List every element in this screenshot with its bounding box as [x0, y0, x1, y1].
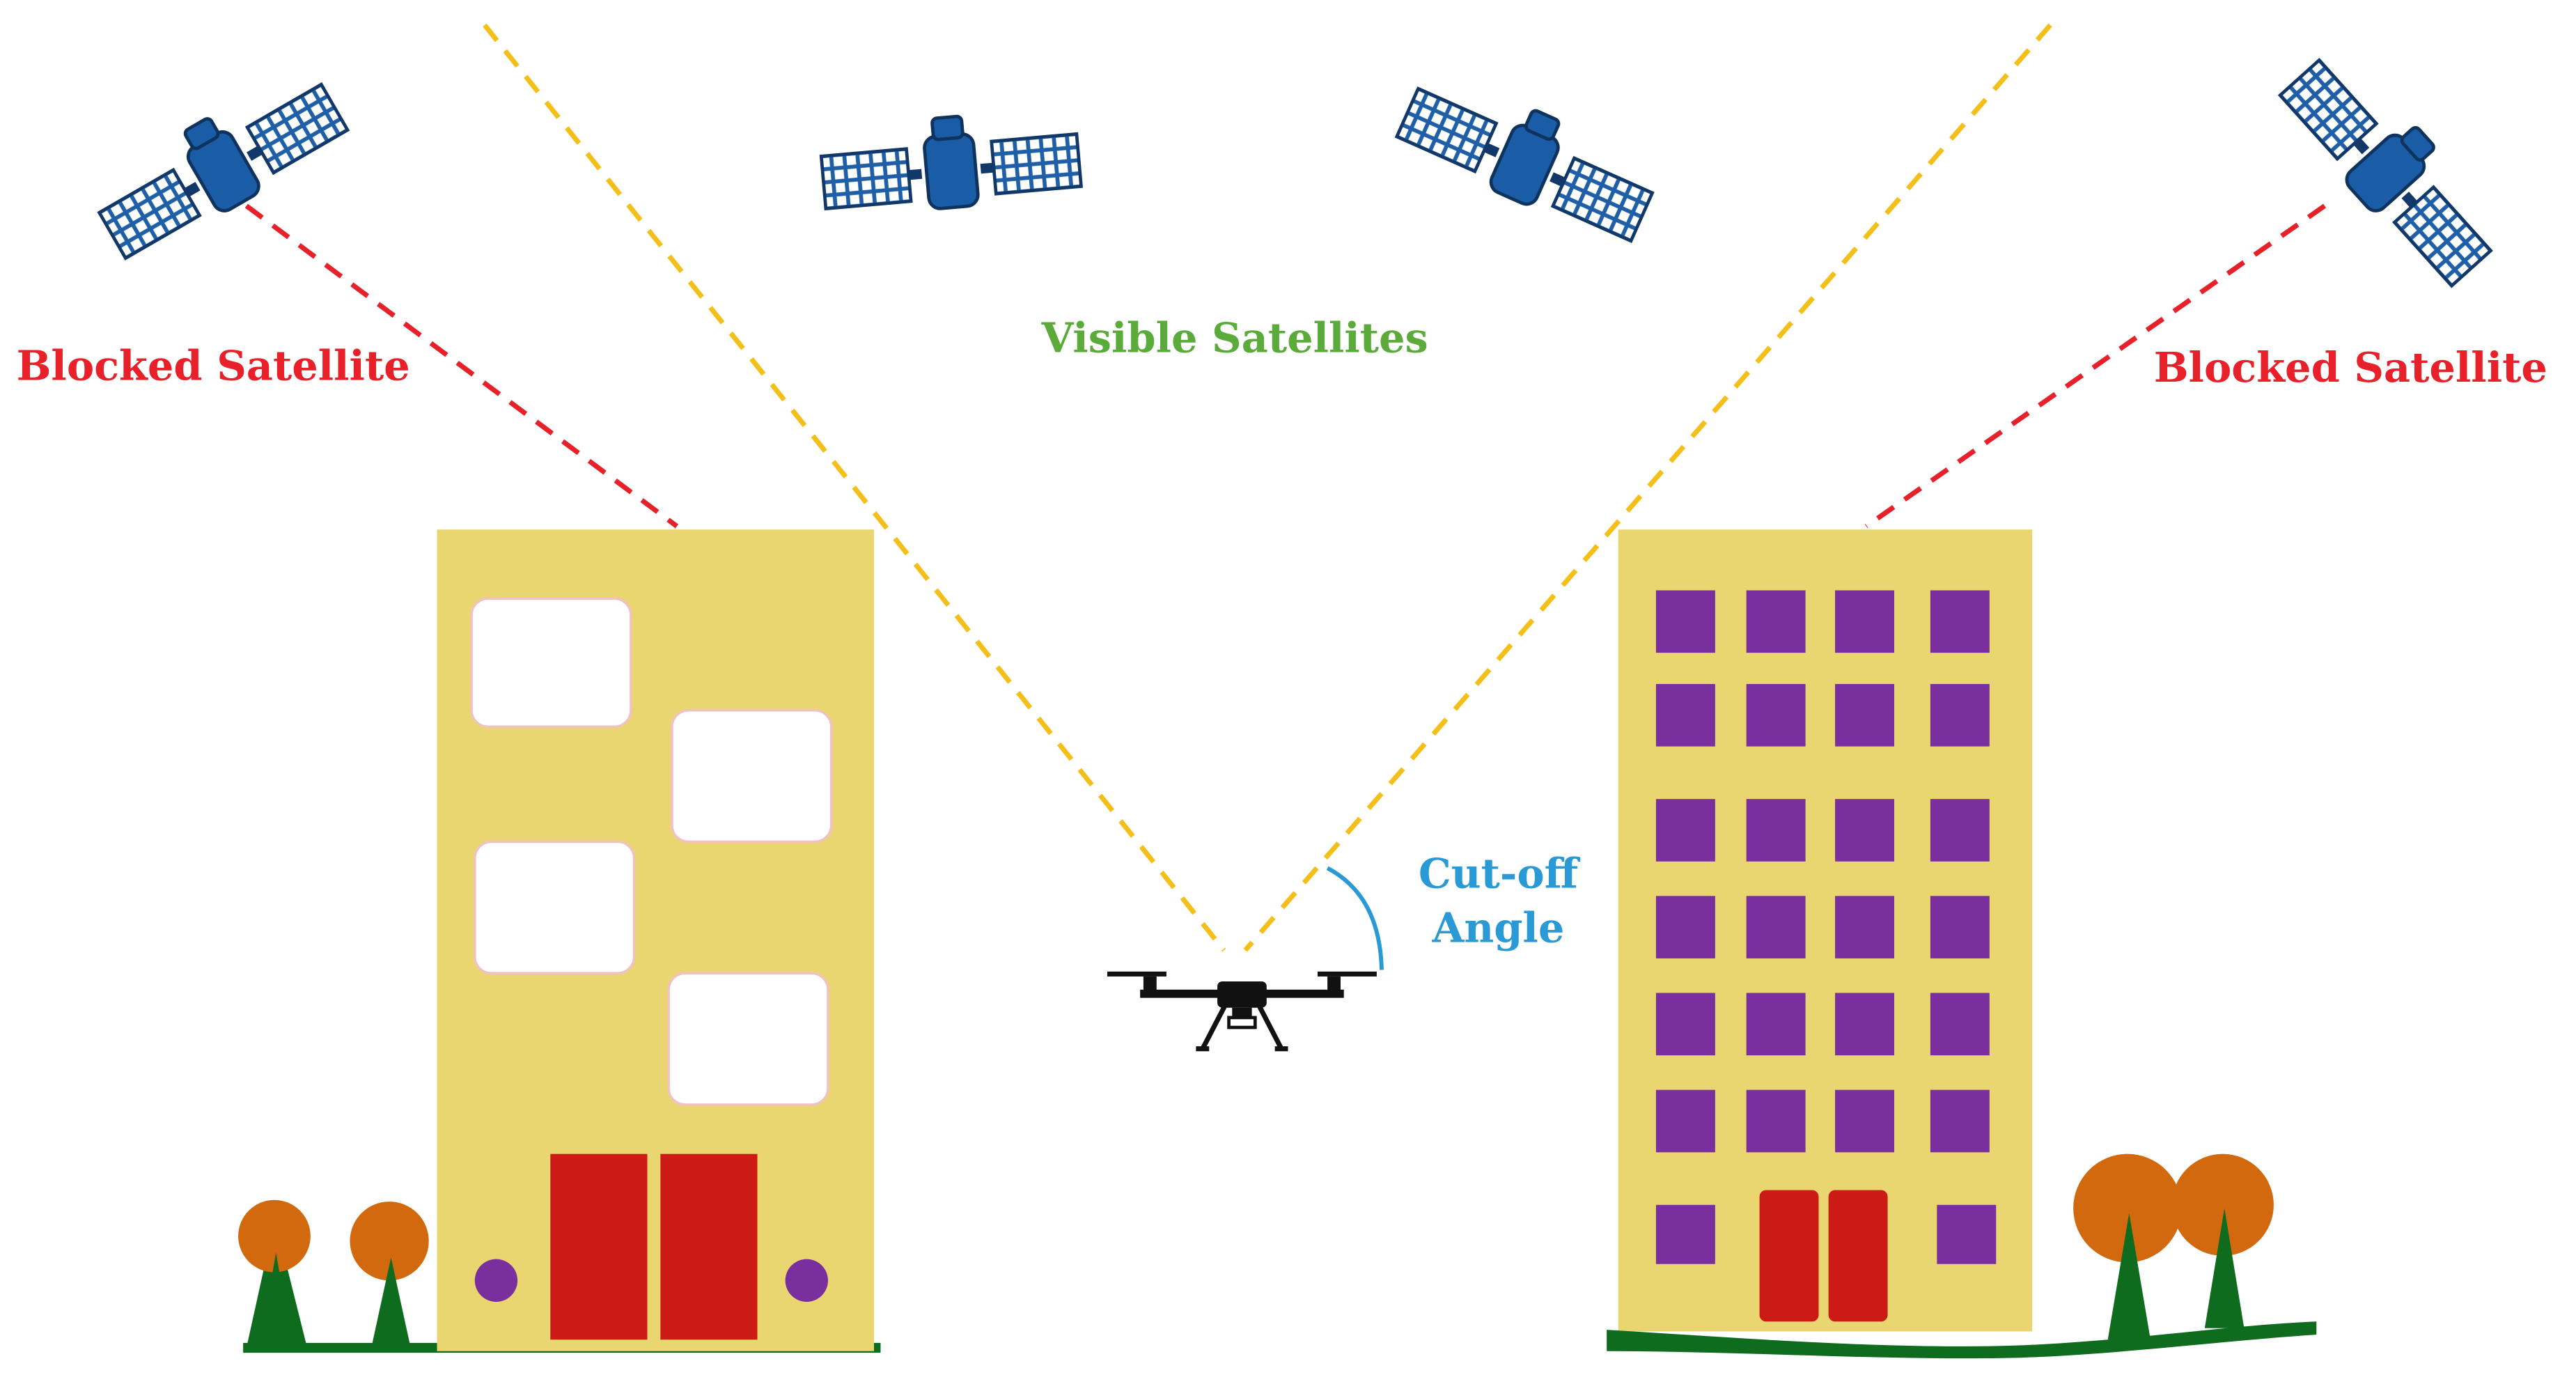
window — [1655, 1204, 1715, 1264]
window — [1930, 683, 1990, 747]
door-right — [660, 1153, 758, 1340]
drone-icon — [1107, 971, 1377, 1052]
tree-icon — [2073, 1153, 2182, 1263]
right-building — [1618, 529, 2033, 1332]
tree-icon — [371, 1257, 411, 1349]
tree-icon — [2171, 1153, 2274, 1256]
satellite-icon — [1393, 63, 1664, 250]
window — [1835, 1089, 1894, 1153]
window — [1746, 1089, 1806, 1153]
door-left — [1759, 1190, 1819, 1322]
blocked-label-right: Blocked Satellite — [2154, 343, 2547, 391]
window — [1930, 896, 1990, 958]
window — [671, 708, 833, 844]
window — [1655, 1089, 1715, 1153]
sightline-right — [1243, 23, 2052, 952]
door-right — [1828, 1190, 1888, 1322]
tree-icon — [238, 1199, 311, 1273]
window — [1746, 683, 1806, 747]
lamp — [785, 1259, 828, 1302]
right-ground — [1607, 1153, 2317, 1359]
cutoff-label-line2: Angle — [1432, 903, 1565, 951]
blocked-label-left: Blocked Satellite — [17, 342, 410, 390]
window — [667, 972, 829, 1106]
window — [1655, 590, 1715, 653]
blocked-line-left — [244, 203, 679, 529]
satellite-icon — [2273, 41, 2512, 292]
window — [473, 840, 636, 974]
window — [1746, 799, 1806, 862]
door-left — [550, 1153, 648, 1340]
window — [1746, 590, 1806, 653]
window — [1930, 993, 1990, 1056]
window — [1930, 1089, 1990, 1153]
window — [1835, 993, 1894, 1056]
satellite-icon — [86, 61, 353, 267]
window — [1835, 799, 1894, 862]
blocked-line-right — [1864, 203, 2327, 529]
window-grid — [1655, 590, 1990, 1153]
window — [1655, 993, 1715, 1056]
lamp — [474, 1259, 518, 1302]
sightline-left — [483, 23, 1226, 952]
window — [470, 597, 632, 729]
window — [1835, 896, 1894, 958]
cutoff-angle-arc — [1326, 866, 1384, 970]
window — [1930, 590, 1990, 653]
window — [1746, 896, 1806, 958]
satellite-icon — [819, 106, 1082, 218]
window — [1835, 590, 1894, 653]
cutoff-label-line1: Cut-off — [1419, 850, 1581, 898]
window — [1655, 896, 1715, 958]
visible-label: Visible Satellites — [1041, 313, 1428, 362]
window — [1930, 799, 1990, 862]
window — [1937, 1204, 1997, 1264]
left-building — [437, 529, 875, 1351]
window — [1655, 799, 1715, 862]
window — [1655, 683, 1715, 747]
window — [1835, 683, 1894, 747]
window — [1746, 993, 1806, 1056]
